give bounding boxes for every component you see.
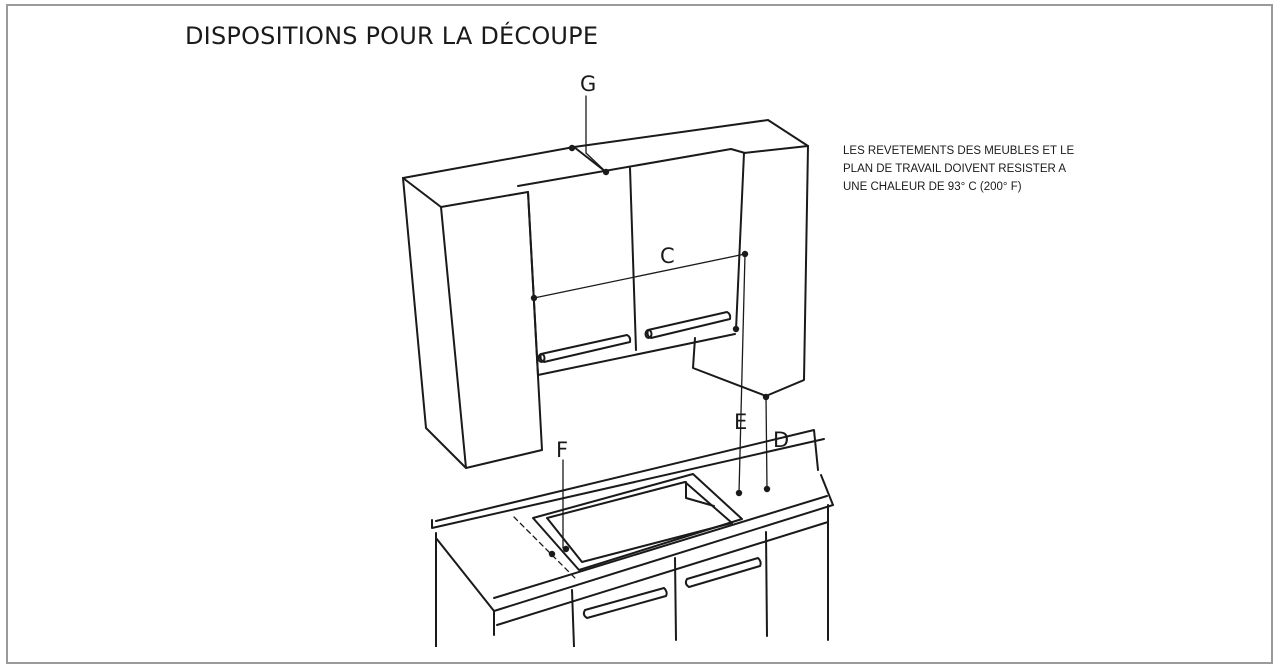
point-g-bottom (602, 168, 610, 176)
page-title: DISPOSITIONS POUR LA DÉCOUPE (185, 22, 599, 50)
dimension-lines (533, 95, 768, 549)
heat-resistance-note: LES REVETEMENTS DES MEUBLES ET LE PLAN D… (843, 142, 1143, 196)
point-e-top (732, 325, 740, 333)
label-g: G (580, 72, 596, 96)
base-cabinets (571, 531, 768, 647)
cutout-diagram: G C E D F (402, 72, 834, 647)
wall-cabinet-left (402, 177, 543, 469)
cutout-line-dashed (513, 516, 576, 579)
point-c-left (530, 294, 538, 302)
dimension-points (530, 144, 771, 558)
wall-cabinet-doors (527, 167, 736, 376)
point-f-right (562, 545, 570, 553)
label-c: C (660, 244, 675, 268)
wall-cabinet-top (402, 119, 809, 187)
sink-cutout (532, 473, 743, 571)
label-f: F (556, 438, 568, 462)
point-d-top (762, 393, 770, 401)
label-d: D (773, 428, 789, 452)
point-e-bottom (735, 489, 743, 497)
wall-cabinet-right (692, 145, 809, 397)
point-d-bottom (763, 485, 771, 493)
countertop (431, 429, 834, 647)
note-line-2: PLAN DE TRAVAIL DOIVENT RESISTER A (843, 163, 1067, 175)
door-handle-left (537, 334, 632, 363)
note-line-1: LES REVETEMENTS DES MEUBLES ET LE (843, 145, 1075, 157)
label-e: E (734, 410, 747, 434)
point-f-left (548, 550, 556, 558)
point-g-top (568, 144, 576, 152)
note-line-3: UNE CHALEUR DE 93° C (200° F) (843, 181, 1022, 193)
point-c-right (741, 250, 749, 258)
door-handle-right (644, 311, 732, 339)
